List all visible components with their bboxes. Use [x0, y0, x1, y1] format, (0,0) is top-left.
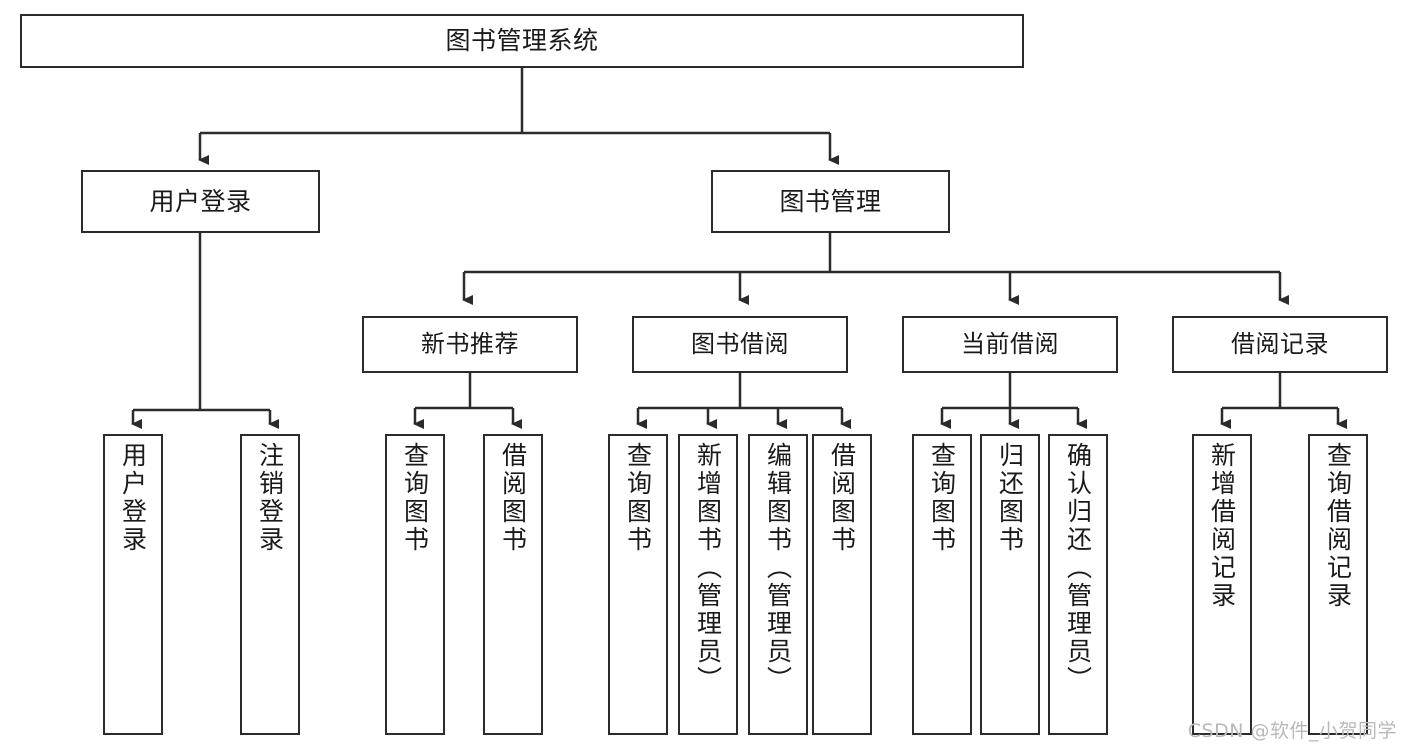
- node-user-login[interactable]: 用户登录: [81, 170, 320, 233]
- node-new-book-recommend[interactable]: 新书推荐: [362, 316, 578, 373]
- node-leaf-add-record-label: 新增借阅记录: [1207, 442, 1237, 610]
- node-leaf-logout-login-label: 注销登录: [255, 442, 285, 554]
- node-book-manage[interactable]: 图书管理: [711, 170, 950, 233]
- node-leaf-borrow-book-1[interactable]: 借阅图书: [483, 434, 543, 735]
- node-leaf-return-book[interactable]: 归还图书: [980, 434, 1040, 735]
- node-root-label: 图书管理系统: [445, 26, 599, 56]
- node-leaf-borrow-book-2[interactable]: 借阅图书: [812, 434, 872, 735]
- node-leaf-query-book-2[interactable]: 查询图书: [608, 434, 668, 735]
- node-leaf-query-book-3-label: 查询图书: [927, 442, 957, 554]
- node-borrow-record[interactable]: 借阅记录: [1172, 316, 1388, 373]
- node-leaf-query-book-2-label: 查询图书: [623, 442, 653, 554]
- node-leaf-borrow-book-1-label: 借阅图书: [498, 442, 528, 554]
- node-book-manage-label: 图书管理: [779, 186, 882, 216]
- node-leaf-query-book-1[interactable]: 查询图书: [385, 434, 445, 735]
- node-user-login-label: 用户登录: [149, 186, 252, 216]
- node-borrow-record-label: 借阅记录: [1231, 330, 1329, 359]
- node-book-borrow-label: 图书借阅: [691, 330, 789, 359]
- node-leaf-query-book-3[interactable]: 查询图书: [912, 434, 972, 735]
- node-book-borrow[interactable]: 图书借阅: [632, 316, 848, 373]
- node-leaf-query-record[interactable]: 查询借阅记录: [1308, 434, 1368, 735]
- node-leaf-edit-book[interactable]: 编辑图书（管理员）: [748, 434, 808, 735]
- node-leaf-confirm-return[interactable]: 确认归还（管理员）: [1048, 434, 1108, 735]
- node-leaf-logout-login[interactable]: 注销登录: [240, 434, 300, 735]
- node-current-borrow[interactable]: 当前借阅: [902, 316, 1118, 373]
- node-leaf-return-book-label: 归还图书: [995, 442, 1025, 554]
- node-leaf-borrow-book-2-label: 借阅图书: [827, 442, 857, 554]
- node-new-book-recommend-label: 新书推荐: [421, 330, 519, 359]
- node-leaf-user-login-label: 用户登录: [118, 442, 148, 554]
- node-leaf-confirm-return-label: 确认归还（管理员）: [1063, 442, 1093, 694]
- node-leaf-add-book[interactable]: 新增图书（管理员）: [678, 434, 738, 735]
- node-leaf-query-record-label: 查询借阅记录: [1323, 442, 1353, 610]
- node-leaf-user-login[interactable]: 用户登录: [103, 434, 163, 735]
- node-leaf-add-book-label: 新增图书（管理员）: [693, 442, 723, 694]
- node-leaf-query-book-1-label: 查询图书: [400, 442, 430, 554]
- node-root[interactable]: 图书管理系统: [20, 14, 1024, 68]
- node-leaf-add-record[interactable]: 新增借阅记录: [1192, 434, 1252, 735]
- node-leaf-edit-book-label: 编辑图书（管理员）: [763, 442, 793, 694]
- node-current-borrow-label: 当前借阅: [961, 330, 1059, 359]
